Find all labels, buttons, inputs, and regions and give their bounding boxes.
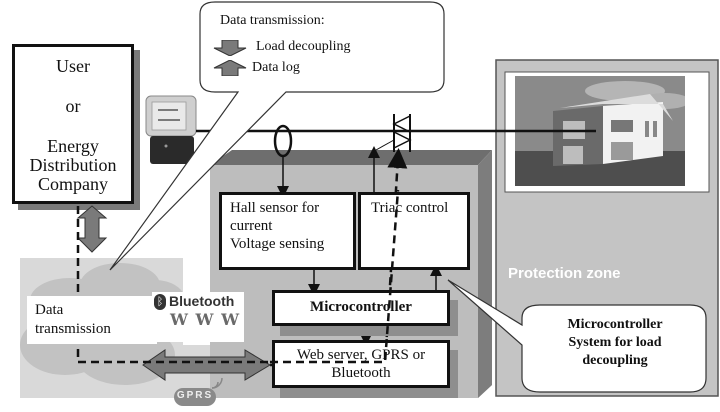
system-callout-line1: Microcontroller (567, 317, 663, 332)
www-logo: W W W (170, 310, 241, 329)
hall-sensor-box: Hall sensor for current Voltage sensing (219, 192, 356, 270)
system-callout-bubble (447, 279, 707, 393)
distribution-label: Distribution (29, 155, 117, 175)
down-arrow-icon (213, 40, 247, 56)
triac-icon (375, 114, 412, 152)
data-transmission-dashed-line (76, 206, 268, 364)
energy-label: Energy (47, 136, 99, 156)
legend-callout-bubble (109, 1, 445, 271)
bluetooth-icon: ᛒ (154, 294, 166, 310)
system-callout-line3: decoupling (582, 353, 648, 368)
bluetooth-logo-text: Bluetooth (169, 293, 235, 309)
gprs-badge-text: GPRS (176, 390, 214, 401)
user-box: User or Energy Distribution Company (12, 44, 134, 204)
data-transmission-label-line1: Data (35, 302, 64, 318)
user-cloud-double-arrow (76, 205, 108, 253)
up-arrow-icon (213, 60, 247, 76)
webserver-line2: Bluetooth (331, 365, 391, 381)
bluetooth-logo-bg (152, 292, 244, 342)
triac-control-box: Triac control (358, 192, 470, 270)
user-label: User (56, 56, 90, 76)
energy-meter-icon (145, 95, 197, 164)
legend-title: Data transmission: (220, 13, 325, 28)
system-box-side (478, 150, 492, 398)
protection-zone-label: Protection zone (508, 265, 621, 282)
wireless-signal-icon (211, 377, 223, 389)
system-callout-line2: System for load (568, 335, 662, 350)
webserver-box: Web server, GPRS or Bluetooth (272, 340, 450, 388)
or-label: or (65, 96, 81, 116)
microcontroller-box: Microcontroller (272, 290, 450, 326)
legend-item-data-log: Data log (252, 60, 300, 75)
hall-sensor-line2: current (230, 218, 273, 234)
data-transmission-label-line2: transmission (35, 321, 111, 337)
triac-control-label: Triac control (371, 200, 449, 216)
cloud-webserver-double-arrow (142, 349, 271, 381)
legend-item-load-decoupling: Load decoupling (256, 39, 351, 54)
microcontroller-label: Microcontroller (310, 299, 412, 315)
data-transmission-label-bg (27, 296, 157, 344)
hall-sensor-line1: Hall sensor for (230, 200, 320, 216)
system-box-top (210, 150, 492, 165)
hall-sensor-line3: Voltage sensing (230, 236, 325, 252)
webserver-line1: Web server, GPRS or (296, 347, 426, 363)
company-label: Company (38, 174, 108, 194)
gprs-badge: GPRS (174, 388, 216, 406)
